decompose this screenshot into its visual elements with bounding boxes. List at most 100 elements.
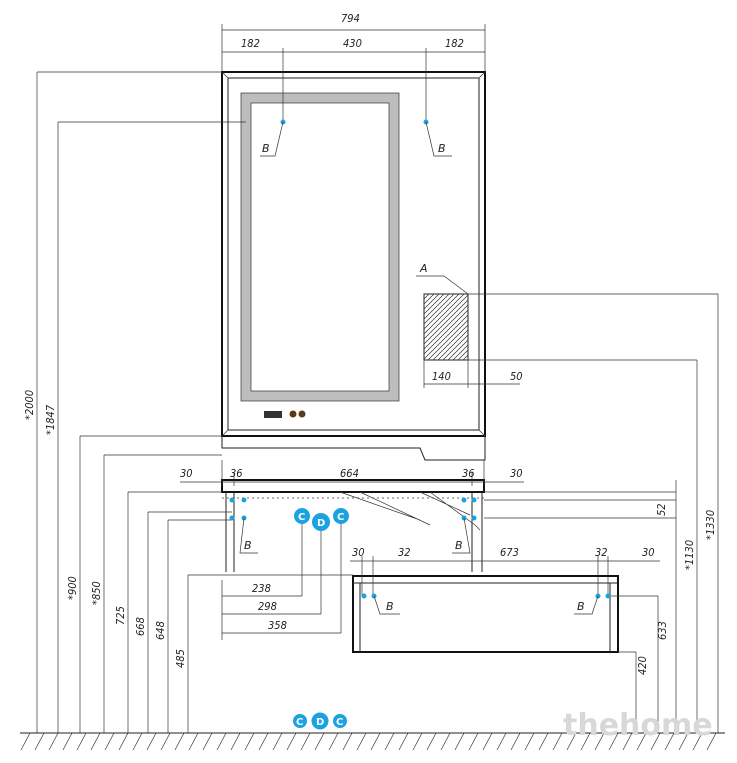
sample-hatch-line [423, 294, 469, 340]
dim-sample-gap: 50 [510, 370, 523, 383]
label-b: B [244, 539, 252, 552]
floor-hatch-line [566, 732, 577, 751]
floor-hatch-line [272, 732, 283, 751]
sample-hatch-line [423, 304, 469, 350]
sample-hatch-line [423, 293, 435, 305]
floor-hatch-line [398, 732, 409, 751]
dim-height-850: *850 [90, 581, 103, 605]
c-marker-label: C [337, 512, 344, 523]
button-icon [298, 410, 306, 418]
floor-hatch-line [104, 732, 115, 751]
dim-counter-664: 664 [340, 467, 359, 480]
floor-hatch-line [426, 732, 437, 751]
sample-hatch-line [423, 314, 469, 360]
dim-counter-30-right: 30 [510, 467, 523, 480]
floor-hatch-line [216, 732, 227, 751]
sample-hatch-line [457, 349, 469, 361]
floor-hatch-line [160, 732, 171, 751]
c-marker-label: C [296, 717, 303, 728]
horizontal-dimensions [180, 24, 660, 640]
dim-sample-width: 140 [432, 370, 451, 383]
floor-hatch-line [622, 732, 633, 751]
dim-drawer-30-right: 30 [642, 546, 655, 559]
c-marker-label: C [336, 717, 343, 728]
floor-hatch-line [48, 732, 59, 751]
floor-hatch-line [328, 732, 339, 751]
dim-outlet-298: 298 [258, 600, 277, 613]
connection-dot [361, 593, 367, 599]
label-b: B [262, 142, 270, 155]
floor-hatch-line [510, 732, 521, 751]
connection-dot [229, 497, 235, 503]
floor-hatch-line [118, 732, 129, 751]
floor-hatch-line [174, 732, 185, 751]
floor-hatch-line [62, 732, 73, 751]
sample-hatch-line [423, 293, 465, 335]
dim-counter-36-right: 36 [462, 467, 475, 480]
dim-height-1847: *1847 [44, 404, 57, 435]
c-marker-icon [333, 508, 349, 524]
dim-overall-width: 794 [341, 12, 360, 25]
dim-height-725: 725 [114, 606, 127, 625]
dim-drawer-30: 30 [352, 546, 365, 559]
floor-hatch-line [454, 732, 465, 751]
floor-hatch-line [90, 732, 101, 751]
dim-drawer-32-right: 32 [595, 546, 608, 559]
dim-height-1330: *1330 [704, 510, 717, 540]
sample-hatch-line [437, 329, 469, 361]
floor [20, 732, 725, 751]
floor-hatch-line [580, 732, 591, 751]
connection-dot [471, 515, 477, 521]
floor-hatch-line [440, 732, 451, 751]
floor-hatch-line [594, 732, 605, 751]
floor-hatch-line [230, 732, 241, 751]
connection-dot [229, 515, 235, 521]
sample-hatch-line [423, 293, 455, 325]
sample-hatch-line [452, 344, 469, 361]
dim-height-900: *900 [66, 576, 79, 600]
dim-height-633: 633 [656, 621, 669, 640]
sample-hatch-line [423, 309, 469, 355]
label-b: B [577, 600, 585, 613]
sample-hatch-line [442, 334, 469, 361]
sample-hatch-line [423, 293, 430, 300]
c-marker-label: C [298, 512, 305, 523]
floor-hatch-line [384, 732, 395, 751]
button-icon [289, 410, 297, 418]
dim-height-1130: *1130 [683, 540, 696, 570]
dim-outlet-238: 238 [252, 582, 271, 595]
connection-dot [241, 497, 247, 503]
floor-hatch-line [706, 732, 717, 751]
dim-drawer-32-left: 32 [398, 546, 411, 559]
vertical-dimensions [36, 71, 719, 733]
d-marker-label: D [317, 518, 325, 529]
floor-hatch-line [202, 732, 213, 751]
d-marker-icon [311, 712, 329, 730]
connection-dot [461, 497, 467, 503]
sample-hatch-line [423, 299, 469, 345]
floor-hatch-line [356, 732, 367, 751]
sample-hatch-line [423, 293, 445, 315]
floor-hatch-line [538, 732, 549, 751]
dim-height-420: 420 [636, 656, 649, 675]
dim-drawer-673: 673 [500, 546, 519, 559]
dim-top-right: 182 [445, 37, 464, 50]
floor-hatch-line [692, 732, 703, 751]
floor-hatch-line [496, 732, 507, 751]
floor-hatch-line [76, 732, 87, 751]
floor-hatch-line [370, 732, 381, 751]
floor-hatch-line [412, 732, 423, 751]
sample-hatch-line [447, 339, 469, 361]
floor-hatch-line [314, 732, 325, 751]
floor-hatch-line [342, 732, 353, 751]
dim-top-mid: 430 [343, 37, 362, 50]
floor-hatch-line [608, 732, 619, 751]
floor-hatch-line [552, 732, 563, 751]
label-b: B [455, 539, 463, 552]
floor-hatch-line [678, 732, 689, 751]
sample-hatch-line [423, 293, 440, 310]
floor-hatch-line [482, 732, 493, 751]
floor-hatch-line [132, 732, 143, 751]
mirror-cabinet [221, 71, 486, 461]
